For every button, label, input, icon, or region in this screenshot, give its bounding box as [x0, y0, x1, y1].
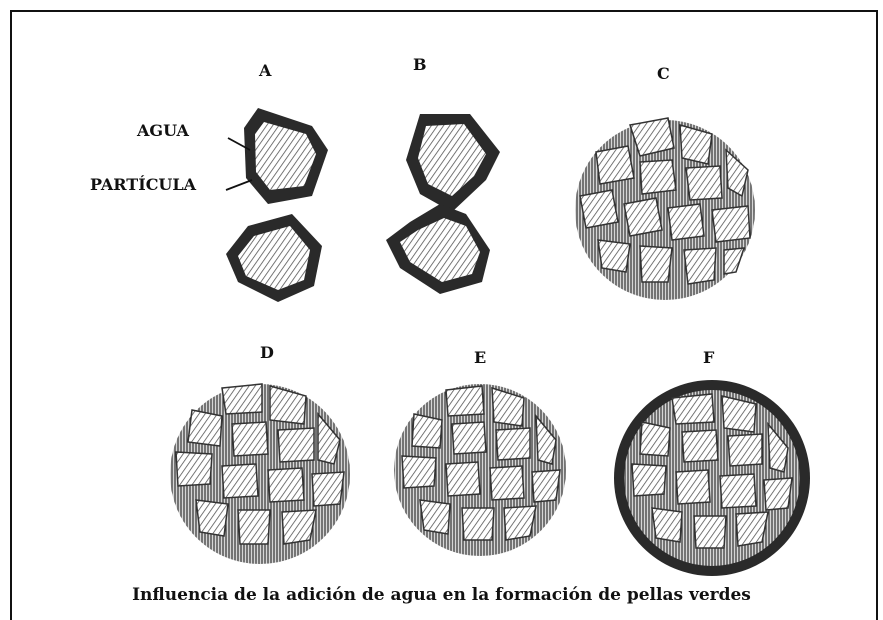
particle-annotation: PARTÍCULA: [90, 175, 196, 194]
particle-leader-line: [226, 180, 252, 190]
water-annotation: AGUA: [137, 121, 189, 140]
panel-label-b: B: [413, 55, 427, 74]
panel-f-pellet: [614, 380, 810, 576]
panel-label-d: D: [260, 343, 274, 362]
panel-label-e: E: [474, 348, 486, 367]
figure-caption: Influencia de la adición de agua en la f…: [0, 585, 883, 605]
panel-label-c: C: [657, 64, 670, 83]
panel-c-aggregate: [575, 118, 755, 300]
panel-e-pellet: [394, 384, 566, 556]
panel-b-particles: [386, 114, 500, 294]
panel-label-f: F: [703, 348, 714, 367]
panel-label-a: A: [259, 61, 271, 80]
panel-a-particles: [226, 108, 328, 302]
panel-d-pellet: [170, 384, 350, 564]
